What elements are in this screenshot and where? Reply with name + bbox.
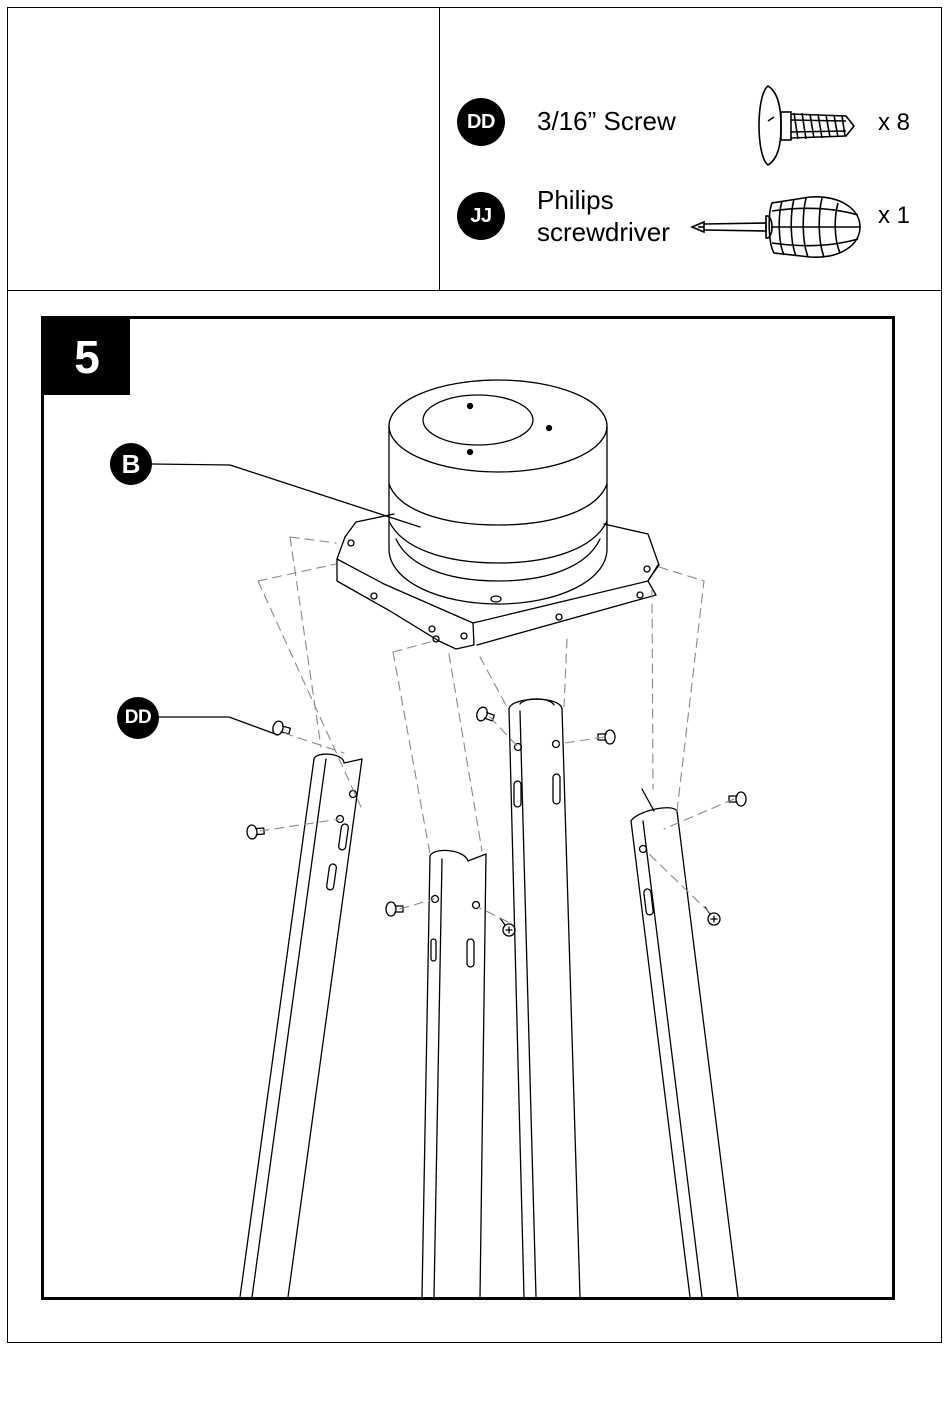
part-quantity: x 8 xyxy=(878,109,910,137)
step-number: 5 xyxy=(44,319,130,395)
part-row-screwdriver: JJ Philips screwdriver x 1 xyxy=(440,178,941,268)
callout-screw: DD xyxy=(117,697,159,739)
part-label: Philips screwdriver xyxy=(537,184,707,248)
empty-cell xyxy=(8,8,440,290)
leg-center xyxy=(509,699,580,1297)
assembly-diagram xyxy=(44,319,892,1297)
parts-header-row: DD 3/16” Screw x 8 JJ Philips screw xyxy=(8,8,941,291)
parts-list: DD 3/16” Screw x 8 JJ Philips screw xyxy=(440,8,941,290)
part-label: 3/16” Screw xyxy=(537,105,676,137)
step-illustration: 5 B DD xyxy=(41,316,895,1300)
leg-center-left xyxy=(422,850,486,1297)
screw-icon xyxy=(754,83,864,168)
leader-lines xyxy=(152,464,420,735)
part-row-screw: DD 3/16” Screw x 8 xyxy=(440,83,941,173)
leg-left xyxy=(240,754,362,1297)
cylinder-body xyxy=(389,380,607,604)
part-code-badge: DD xyxy=(457,98,505,146)
part-quantity: x 1 xyxy=(878,202,910,230)
screwdriver-icon xyxy=(690,183,865,263)
callout-body: B xyxy=(110,443,152,485)
screws xyxy=(246,706,746,936)
leg-right xyxy=(631,789,738,1297)
part-code-badge: JJ xyxy=(457,192,505,240)
alignment-lines xyxy=(258,537,734,922)
